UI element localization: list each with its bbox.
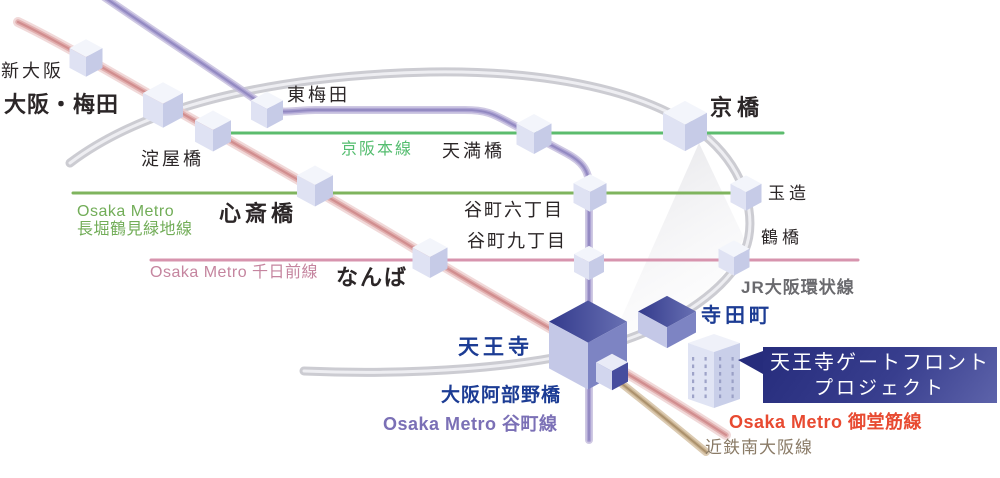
station-label-temmabashi: 天満橋: [442, 141, 505, 161]
station-label-osaka-abenobashi: 大阪阿部野橋: [441, 385, 562, 406]
line-label-midosuji: Osaka Metro 御堂筋線: [729, 412, 923, 432]
station-label-shin-osaka: 新大阪: [1, 61, 64, 81]
station-cube-tanimachi-9chome: [574, 245, 604, 281]
station-label-tanimachi-9chome: 谷町九丁目: [467, 231, 567, 251]
line-label-keihan: 京阪本線: [341, 141, 414, 158]
station-cube-namba: [412, 238, 448, 278]
station-cube-shinsaibashi: [297, 165, 333, 207]
station-label-yodoyabashi: 淀屋橋: [141, 149, 204, 169]
station-label-teradacho: 寺田町: [701, 305, 773, 327]
station-cube-temmabashi: [516, 114, 552, 154]
station-label-tanimachi-6chome: 谷町六丁目: [464, 200, 564, 220]
line-label-kintetsu: 近鉄南大阪線: [705, 438, 813, 457]
station-label-osaka-umeda: 大阪・梅田: [4, 92, 120, 117]
station-cube-kyobashi: [663, 100, 707, 152]
line-label-jr_loop: JR大阪環状線: [741, 278, 855, 297]
station-label-tsuruhashi: 鶴橋: [761, 228, 803, 247]
line-label-sennichimae: Osaka Metro 千日前線: [150, 264, 319, 281]
project-building-icon: [688, 334, 740, 408]
station-cube-higashi-umeda: [251, 91, 283, 129]
station-label-tennoji: 天王寺: [458, 336, 533, 359]
station-cubes-layer: [69, 39, 762, 391]
project-banner-line1: 天王寺ゲートフロント: [770, 352, 990, 374]
banner-pointer-icon: [738, 351, 763, 374]
station-label-tamatsukuri: 玉造: [768, 184, 810, 203]
station-cube-osaka-umeda: [143, 82, 183, 128]
building-windows: [692, 357, 734, 399]
line-label-tanimachi: Osaka Metro 谷町線: [383, 414, 558, 434]
station-cube-tanimachi-6chome: [573, 174, 607, 212]
station-cube-tamatsukuri: [730, 175, 762, 211]
station-cube-osaka-abenobashi: [596, 353, 628, 391]
station-label-kyobashi: 京橋: [710, 95, 765, 120]
station-label-namba: なんば: [336, 265, 409, 290]
station-cube-yodoyabashi: [195, 110, 231, 152]
station-label-shinsaibashi: 心斎橋: [219, 201, 298, 226]
project-banner: 天王寺ゲートフロント プロジェクト: [738, 347, 997, 403]
project-banner-line2: プロジェクト: [813, 378, 946, 399]
station-cube-tsuruhashi: [718, 240, 750, 276]
station-label-higashi-umeda: 東梅田: [287, 85, 350, 105]
station-cube-teradacho: [638, 295, 696, 349]
station-cube-shin-osaka: [69, 39, 103, 77]
line-tanimachi: [106, 0, 590, 441]
